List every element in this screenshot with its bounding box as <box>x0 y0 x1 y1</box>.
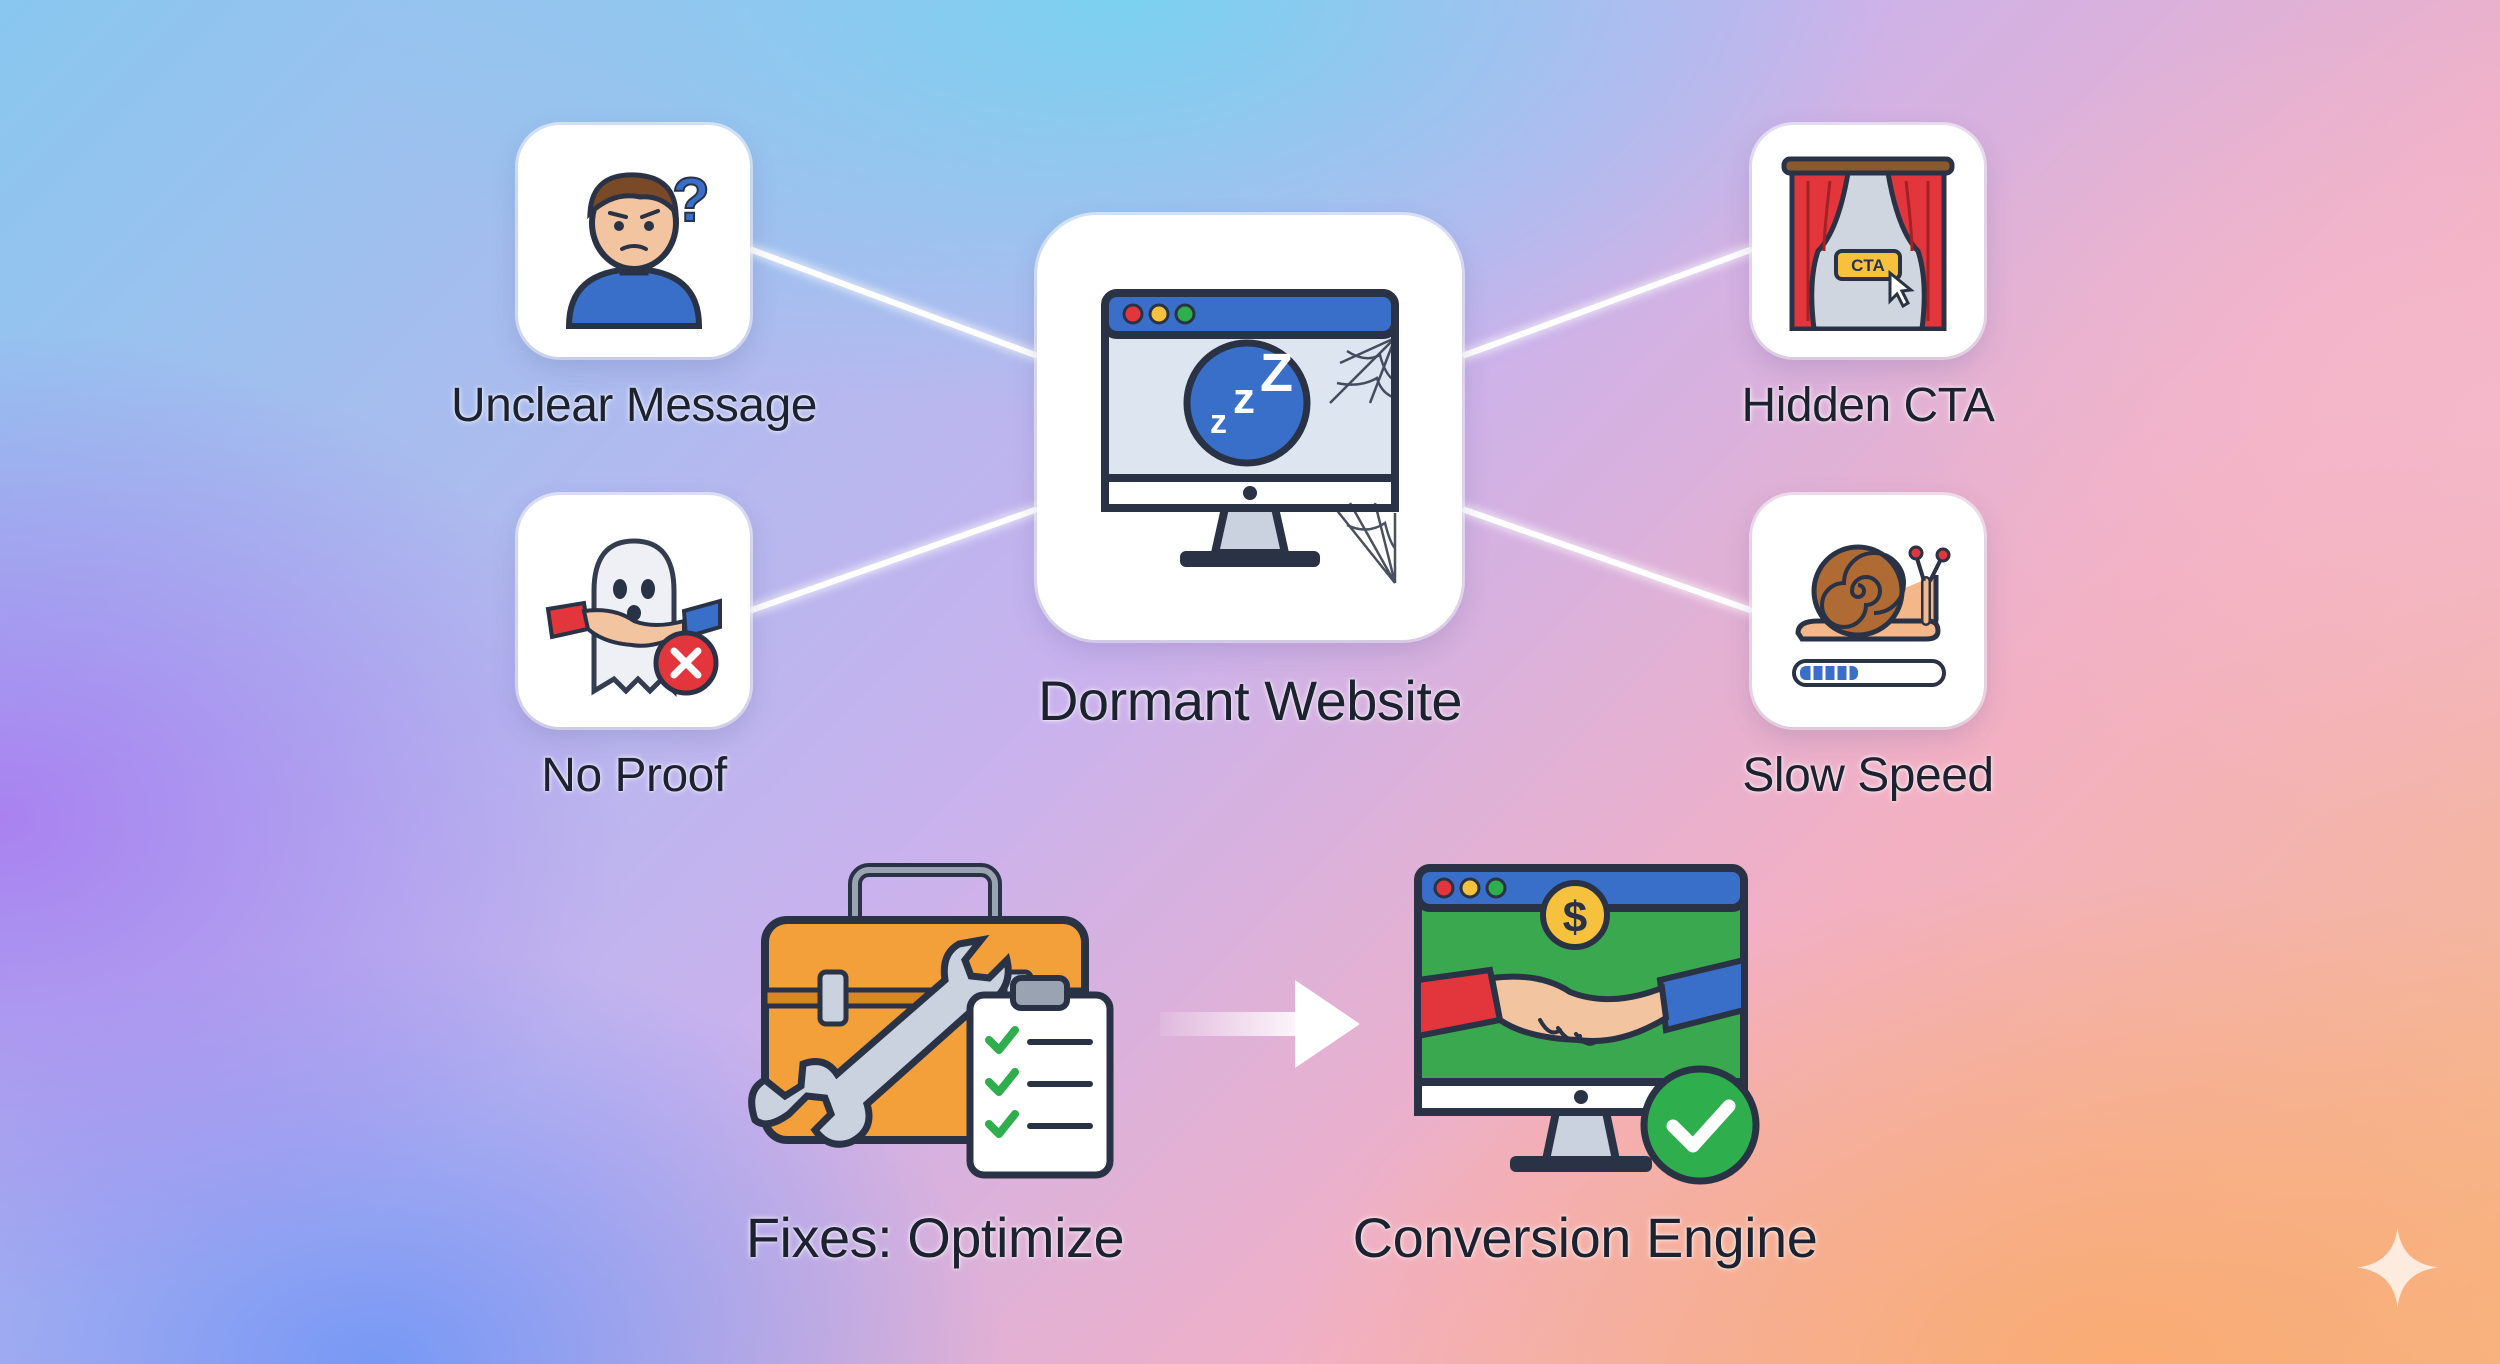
problem-card-slow-speed <box>1752 495 1984 727</box>
svg-text:?: ? <box>672 166 710 235</box>
problem-label-hidden-cta: Hidden CTA <box>1741 379 1995 432</box>
cta-badge: CTA <box>1851 256 1885 275</box>
flow-arrow <box>1160 980 1360 1068</box>
svg-text:z: z <box>1210 403 1227 441</box>
center-card: z z Z <box>1037 215 1462 640</box>
problem-card-no-proof <box>518 495 750 727</box>
svg-text:$: $ <box>1563 893 1587 942</box>
problem-label-no-proof: No Proof <box>541 749 727 802</box>
fixes-illustration <box>745 860 1125 1185</box>
problem-label-unclear-message: Unclear Message <box>451 379 818 432</box>
curtain-cta-icon: CTA <box>1781 156 1955 331</box>
snail-loading-icon <box>1792 544 1951 687</box>
svg-text:z: z <box>1233 374 1255 423</box>
toolbox-checklist-icon <box>748 863 1114 1179</box>
ghost-handshake-icon <box>545 538 722 698</box>
problem-card-hidden-cta: CTA <box>1752 125 1984 357</box>
result-label: Conversion Engine <box>1352 1206 1818 1269</box>
check-badge-icon <box>1640 1065 1760 1185</box>
problem-card-unclear-message: ? <box>518 125 750 357</box>
result-illustration: $ <box>1410 860 1770 1195</box>
confused-person-icon: ? <box>565 165 711 329</box>
fixes-label: Fixes: Optimize <box>745 1206 1125 1269</box>
svg-text:Z: Z <box>1260 343 1293 403</box>
problem-label-slow-speed: Slow Speed <box>1742 749 1994 802</box>
center-label: Dormant Website <box>1037 669 1463 732</box>
sleeping-monitor-icon: z z Z <box>1100 288 1399 584</box>
sparkle-icon <box>2357 1227 2438 1308</box>
